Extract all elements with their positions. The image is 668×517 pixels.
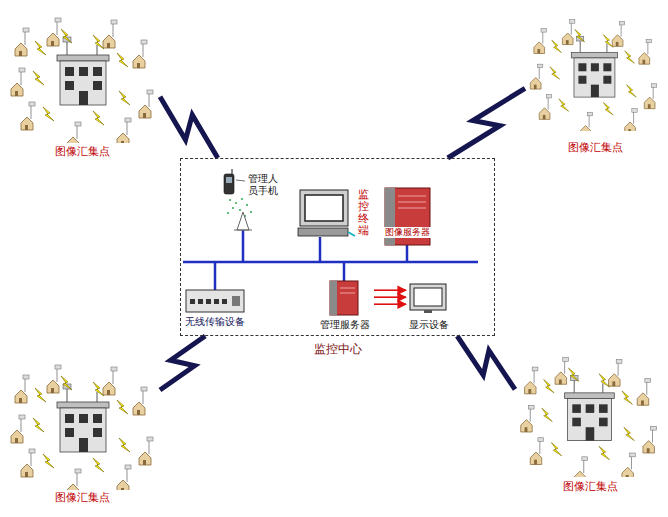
image-server-node: 图像服务器 — [384, 227, 431, 238]
node-label: 无线传输设备 — [185, 316, 245, 328]
phone-icon — [224, 174, 234, 194]
phone-icon — [227, 212, 229, 214]
phone-icon — [246, 204, 248, 206]
phone-icon — [232, 169, 233, 174]
wireless-device-icon — [206, 299, 211, 304]
network-bus — [214, 262, 217, 290]
terminal-icon — [348, 232, 355, 236]
image-server-icon — [398, 208, 426, 209]
phone-icon — [236, 180, 245, 181]
wireless-link — [160, 336, 205, 390]
signal-arrow — [374, 289, 406, 291]
node-label: 显示设备 — [407, 319, 451, 331]
management-server-icon — [330, 281, 337, 315]
network-bus — [406, 245, 409, 262]
display-icon — [414, 288, 442, 306]
network-bus — [319, 237, 322, 262]
terminal-node: 监控终端 — [358, 189, 369, 237]
management-server-icon — [330, 281, 358, 315]
phone-icon — [227, 198, 252, 217]
wireless-device-icon — [186, 290, 244, 312]
terminal-icon — [305, 195, 343, 221]
collection-cluster — [521, 358, 657, 484]
network-bus — [343, 262, 346, 281]
display-node: 显示设备 — [407, 281, 451, 331]
phone-icon — [237, 212, 249, 230]
management-server-icon — [340, 293, 355, 294]
phone-icon — [235, 202, 237, 204]
collection-point: 图像汇集点 — [5, 5, 160, 158]
collection-point: 图像汇集点 — [525, 8, 665, 154]
lightning-link — [457, 336, 515, 389]
wireless-device-icon — [190, 299, 195, 304]
image-server-icon — [385, 188, 430, 245]
collection-cluster — [11, 365, 153, 497]
collection-point: 图像汇集点 — [515, 345, 665, 493]
node-label: 图像汇集点 — [515, 480, 665, 493]
wireless-device-icon — [214, 299, 219, 304]
signal-arrows — [374, 290, 406, 304]
terminal-icon — [298, 228, 348, 236]
wireless-device-node: 无线传输设备 — [185, 316, 245, 328]
management-server-icon — [340, 288, 355, 289]
lightning-link — [160, 336, 205, 390]
lightning-link — [160, 97, 218, 158]
phone-icon — [239, 209, 241, 211]
terminal-icon — [298, 190, 355, 236]
phone-icon — [241, 198, 243, 200]
collection-cluster — [11, 18, 153, 150]
image-server-icon — [385, 188, 430, 245]
node-label: 管理服务器 — [317, 319, 373, 331]
network-bus — [242, 230, 245, 262]
wireless-device-icon — [186, 290, 244, 312]
network-bus — [183, 261, 478, 264]
phone-icon — [250, 211, 252, 213]
management-server-icon — [330, 281, 358, 315]
display-icon — [410, 284, 446, 313]
display-icon — [424, 310, 432, 313]
signal-arrow — [374, 303, 406, 305]
collection-point: 图像汇集点 — [5, 352, 160, 504]
phone-icon — [226, 177, 232, 183]
node-label: 监控中心 — [181, 341, 494, 358]
phone-icon — [224, 169, 252, 230]
wireless-link — [160, 97, 218, 158]
wireless-device-icon — [232, 296, 240, 306]
node-label: 图像汇集点 — [525, 141, 665, 154]
image-server-icon — [398, 202, 426, 203]
display-icon — [410, 284, 446, 310]
node-label: 管理人员手机 — [248, 173, 279, 197]
lightning-link — [448, 88, 525, 158]
terminal-icon — [300, 190, 348, 226]
monitoring-center: 管理人员手机监控终端图像服务器无线传输设备管理服务器显示设备监控中心 — [180, 158, 495, 336]
image-server-icon — [398, 196, 426, 197]
wireless-device-icon — [222, 299, 227, 304]
wireless-link — [448, 88, 525, 158]
phone-icon — [229, 199, 231, 201]
node-label: 图像汇集点 — [5, 145, 160, 158]
phone-icon — [234, 230, 252, 231]
signal-arrow — [374, 296, 406, 298]
node-label: 图像汇集点 — [5, 491, 160, 504]
node-label: 图像服务器 — [384, 227, 431, 238]
wireless-link — [457, 336, 515, 389]
phone-icon — [232, 207, 234, 209]
wireless-device-icon — [198, 299, 203, 304]
phone-label-node: 管理人员手机 — [248, 173, 279, 197]
management-server-node: 管理服务器 — [317, 279, 373, 331]
node-label: 监控终端 — [358, 189, 369, 237]
collection-cluster — [530, 20, 656, 138]
